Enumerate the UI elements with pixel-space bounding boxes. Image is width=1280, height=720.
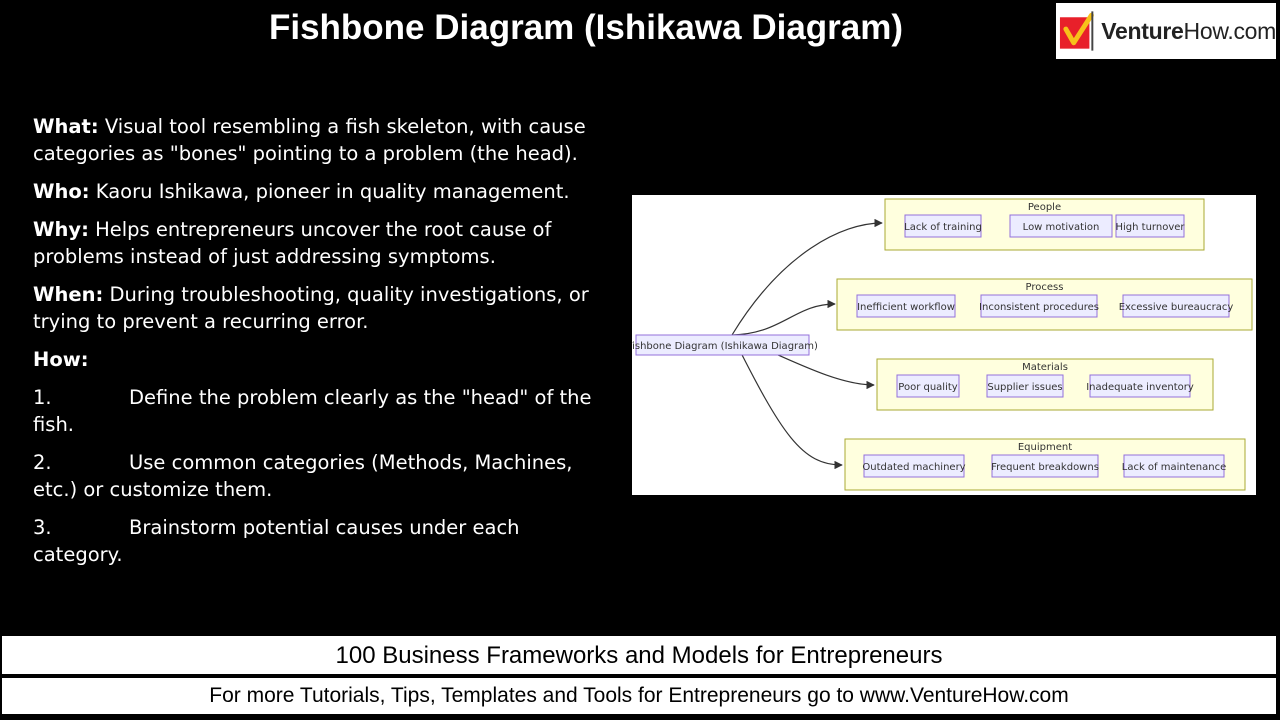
when-paragraph: When: During troubleshooting, quality in… (33, 283, 589, 333)
cluster-label-materials: Materials (1022, 362, 1068, 373)
fishbone-diagram: Fishbone Diagram (Ishikawa Diagram) Peopl… (632, 195, 1256, 495)
who-paragraph: Who: Kaoru Ishikawa, pioneer in quality … (33, 180, 570, 203)
cause-node-label: Inadequate inventory (1086, 382, 1194, 393)
cause-node (904, 214, 982, 238)
footer-website-link[interactable]: For more Tutorials, Tips, Templates and … (1, 677, 1277, 715)
cause-node-label: Low motivation (1023, 222, 1100, 233)
what-paragraph: What: Visual tool resembling a fish skel… (33, 115, 586, 165)
cluster-label-process: Process (1026, 282, 1064, 293)
how-step-2: 2.Use common categories (Methods, Machin… (33, 451, 573, 501)
cause-node (1089, 374, 1191, 398)
cause-node-label: Lack of training (904, 222, 982, 233)
how-step-3: 3.Brainstorm potential causes under each… (33, 516, 520, 566)
page-title: Fishbone Diagram (Ishikawa Diagram) (268, 8, 904, 47)
diagram-svg: Fishbone Diagram (Ishikawa Diagram) Peopl… (632, 198, 1253, 491)
cause-node-label: High turnover (1116, 222, 1186, 233)
cause-node (1115, 214, 1185, 238)
edge-process (731, 299, 836, 336)
cause-node (1123, 454, 1225, 478)
cluster-label-people: People (1028, 202, 1061, 213)
cause-node (980, 294, 1098, 318)
cause-node-label: Inconsistent procedures (979, 302, 1099, 313)
cause-node-label: Excessive bureaucracy (1119, 302, 1234, 313)
cause-node (986, 374, 1064, 398)
cause-node (863, 454, 965, 478)
logo-mark-icon (1059, 11, 1094, 51)
description-text: What: Visual tool resembling a fish skel… (33, 113, 608, 579)
cause-node (1009, 214, 1113, 238)
cause-node-label: Outdated machinery (862, 462, 965, 473)
cause-node (856, 294, 956, 318)
footer-series-title: 100 Business Frameworks and Models for E… (1, 635, 1277, 675)
venturehow-logo[interactable]: VentureHow.com (1056, 3, 1276, 59)
cause-node (991, 454, 1099, 478)
cause-node-label: Lack of maintenance (1122, 462, 1227, 473)
logo-text: VentureHow.com (1101, 17, 1276, 44)
why-paragraph: Why: Helps entrepreneurs uncover the roo… (33, 218, 552, 268)
cause-node-label: Inefficient workflow (857, 302, 955, 313)
how-step-1: 1.Define the problem clearly as the "hea… (33, 386, 592, 436)
cause-node (896, 374, 960, 398)
how-heading: How: (33, 348, 89, 371)
cause-node-label: Supplier issues (987, 382, 1062, 393)
cause-node-label: Poor quality (898, 382, 957, 393)
edge-equipment (731, 334, 843, 470)
edge-people (731, 218, 883, 336)
root-node (635, 334, 810, 356)
root-node-label: Fishbone Diagram (Ishikawa Diagram) (632, 341, 818, 352)
cluster-label-equipment: Equipment (1018, 442, 1072, 453)
cause-node (1122, 294, 1230, 318)
cause-node-label: Frequent breakdowns (991, 462, 1099, 473)
